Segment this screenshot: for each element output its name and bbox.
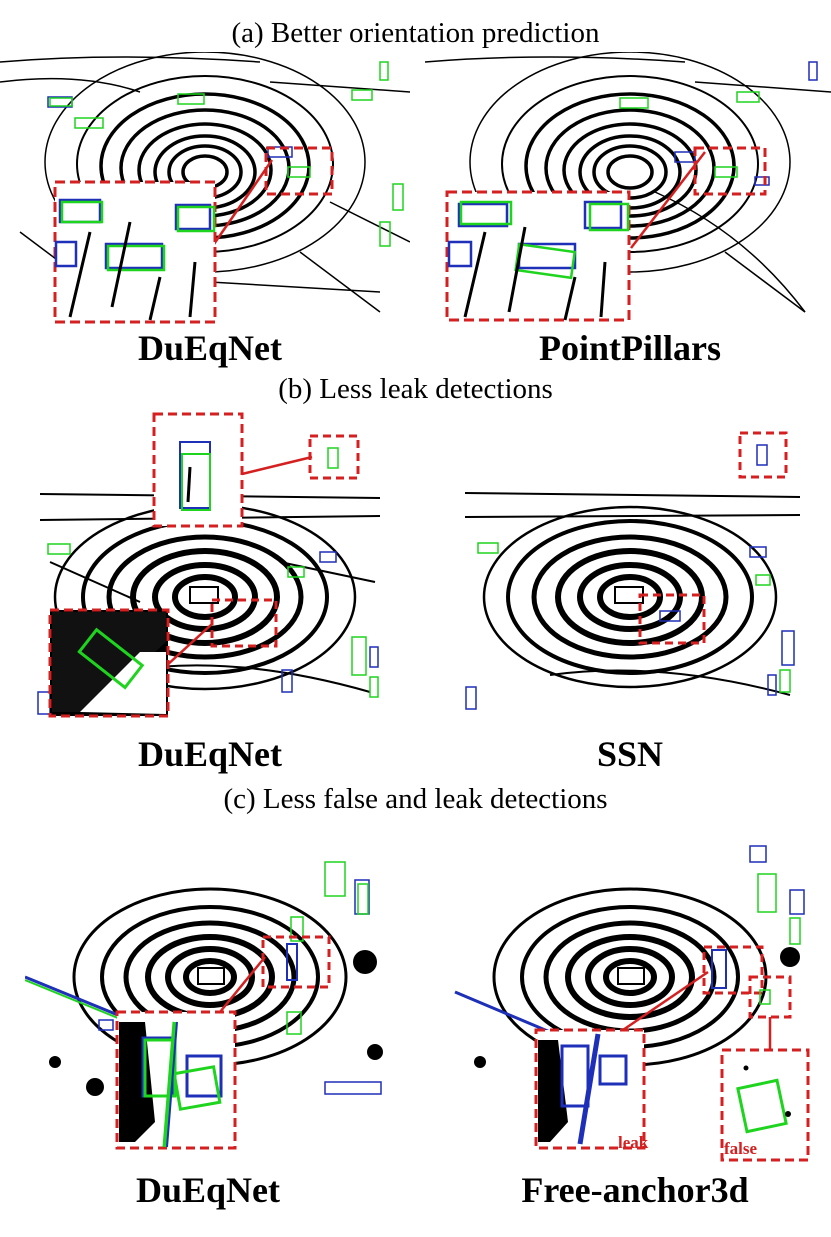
lidar-scan-a-right — [425, 52, 831, 322]
method-label-a-left: DuEqNet — [137, 328, 283, 368]
annotation-leak: leak — [618, 1133, 649, 1152]
lidar-scan-c-right: leak false — [454, 845, 810, 1162]
panel-a-dueqnet — [0, 52, 410, 327]
method-label-a-right: PointPillars — [539, 328, 721, 368]
panel-b-ssn — [460, 425, 805, 735]
panel-c-free-anchor3d: leak false — [450, 822, 820, 1167]
panel-b-dueqnet — [30, 412, 390, 732]
lidar-scan-c-left — [25, 861, 383, 1150]
panel-a-pointpillars — [425, 52, 831, 327]
annotation-false: false — [724, 1139, 758, 1158]
panel-c-dueqnet — [25, 822, 390, 1162]
section-c-caption: (c) Less false and leak detections — [223, 783, 608, 815]
section-a-caption: (a) Better orientation prediction — [231, 17, 600, 49]
lidar-scan-a-left — [0, 52, 410, 324]
section-b-caption: (b) Less leak detections — [278, 373, 553, 405]
method-label-c-left: DuEqNet — [135, 1170, 281, 1210]
lidar-scan-b-left — [37, 412, 381, 718]
lidar-scan-b-right — [464, 431, 801, 710]
method-label-b-right: SSN — [596, 734, 664, 774]
method-label-c-right: Free-anchor3d — [521, 1170, 749, 1210]
method-label-b-left: DuEqNet — [137, 734, 283, 774]
